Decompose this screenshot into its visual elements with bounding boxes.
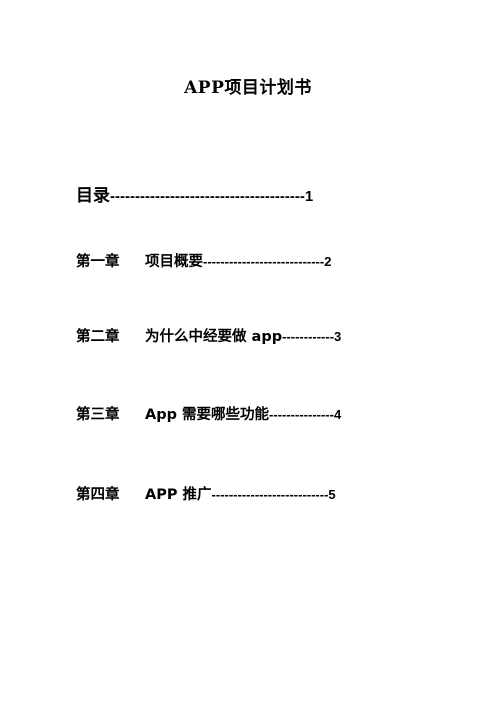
document-title: APP项目计划书 <box>184 78 312 98</box>
toc-leader-dots: --------------- <box>269 407 334 422</box>
toc-chapter-label: 第一章 <box>76 254 120 270</box>
toc-leader-dots: ---------------------------- <box>203 254 325 269</box>
toc-page-number: 4 <box>333 407 342 422</box>
toc-chapter-label: 第二章 <box>76 329 120 345</box>
toc-page-number: 1 <box>304 188 314 205</box>
toc-chapter-title: App 需要哪些功能 <box>145 407 270 423</box>
toc-entry-chapter-2[interactable]: 第二章 为什么中经要做 app------------3 <box>76 325 341 346</box>
toc-chapter-label: 第四章 <box>76 487 120 503</box>
toc-chapter-title: APP 推广 <box>145 487 212 503</box>
toc-entry-contents[interactable]: 目录--------------------------------------… <box>76 181 313 206</box>
toc-leader-dots: --------------------------------------- <box>110 188 305 205</box>
toc-page-number: 5 <box>328 487 336 502</box>
toc-page-number: 2 <box>324 254 332 269</box>
toc-leader-dots: --------------------------- <box>211 487 329 502</box>
toc-chapter-label: 第三章 <box>76 407 120 423</box>
toc-chapter-title: 项目概要 <box>145 254 203 270</box>
toc-entry-chapter-1[interactable]: 第一章 项目概要----------------------------2 <box>76 250 331 271</box>
toc-leader-dots: ------------ <box>282 329 335 344</box>
toc-entry-label: 目录 <box>76 186 110 206</box>
toc-chapter-title: 为什么中经要做 app <box>145 329 283 345</box>
toc-entry-chapter-4[interactable]: 第四章 APP 推广---------------------------5 <box>76 483 336 504</box>
toc-page-number: 3 <box>334 329 342 344</box>
toc-entry-chapter-3[interactable]: 第三章 App 需要哪些功能---------------4 <box>76 403 341 424</box>
